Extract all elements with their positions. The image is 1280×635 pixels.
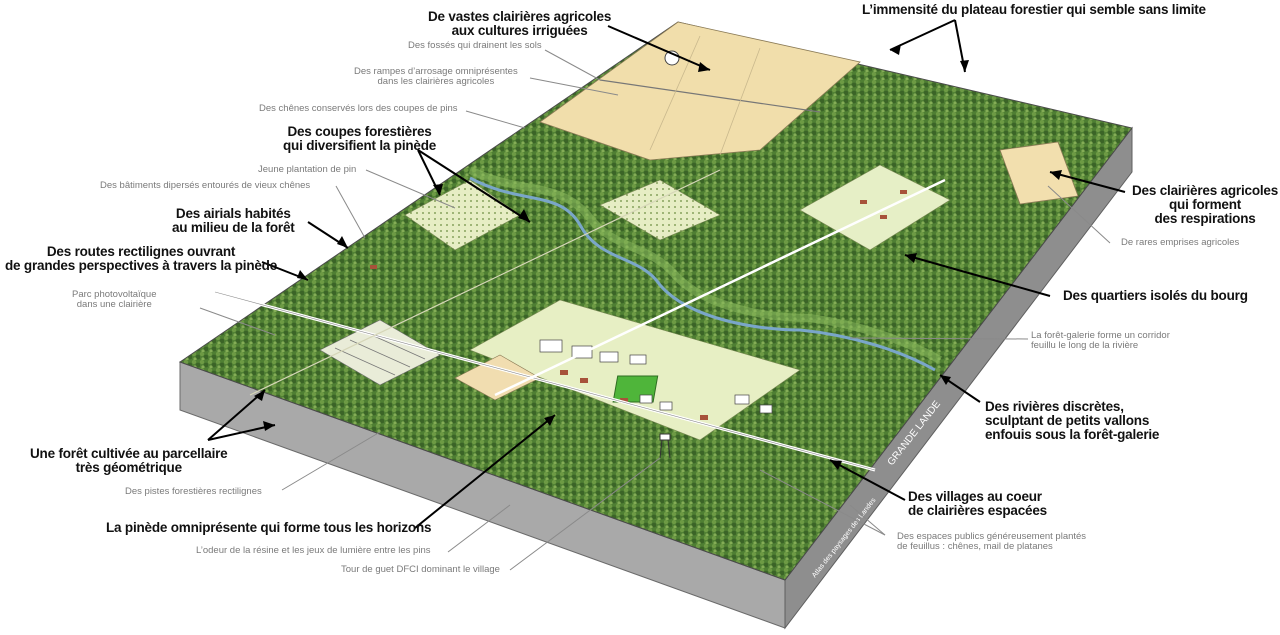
label-tour-guet: Tour de guet DFCI dominant le village <box>341 564 500 575</box>
label-odeur-resine: L’odeur de la résine et les jeux de lumi… <box>196 545 431 556</box>
irrigated-clearing <box>539 21 861 161</box>
label-airials-habites: Des airials habités au milieu de la forê… <box>172 206 295 236</box>
leader-lines-grey <box>199 49 1111 571</box>
hamlet-clearing <box>799 164 951 251</box>
label-parc-photovoltaique: Parc photovoltaïque dans une clairière <box>72 289 157 311</box>
label-clairieres-respirations: Des clairières agricoles qui forment des… <box>1132 183 1279 227</box>
straight-road-cross <box>494 178 946 397</box>
gallery-forest <box>468 166 942 364</box>
label-pinede-omnipresente: La pinède omniprésente qui forme tous le… <box>106 520 432 535</box>
dfci-watch-tower <box>659 433 671 459</box>
label-chenes-conserves: Des chênes conservés lors des coupes de … <box>259 103 458 114</box>
arrow-heads <box>254 44 1062 470</box>
label-pistes-forestieres: Des pistes forestières rectilignes <box>125 486 262 497</box>
right-agricultural-clearing <box>999 141 1079 205</box>
label-fosses: Des fossés qui drainent les sols <box>408 40 542 51</box>
label-foret-cultivee: Une forêt cultivée au parcellaire très g… <box>30 446 228 476</box>
village-clearing <box>469 299 801 441</box>
label-coupes-forestieres: Des coupes forestières qui diversifient … <box>283 124 437 154</box>
label-espaces-publics: Des espaces publics généreusement planté… <box>897 531 1087 553</box>
label-vastes-clairieres: De vastes clairières agricoles aux cultu… <box>428 9 612 39</box>
label-rampes: Des rampes d’arrosage omniprésentes dans… <box>354 66 518 88</box>
felling-clearing-center <box>599 179 721 241</box>
label-quartiers-isoles: Des quartiers isolés du bourg <box>1063 288 1248 303</box>
label-rares-emprises: De rares emprises agricoles <box>1121 237 1240 248</box>
leader-arrows-black <box>207 19 1126 529</box>
label-foret-galerie: La forêt-galerie forme un corridor feuil… <box>1031 330 1170 352</box>
block-top-surface <box>178 21 1133 581</box>
label-immensite-plateau: L’immensité du plateau forestier qui sem… <box>862 2 1206 17</box>
label-villages-coeur: Des villages au coeur de clairières espa… <box>908 489 1047 519</box>
forest-track <box>249 169 721 396</box>
label-rivieres-discretes: Des rivières discrètes, sculptant de pet… <box>985 399 1160 443</box>
label-jeune-plantation: Jeune plantation de pin <box>258 164 357 175</box>
label-batiments-disperses: Des bâtiments dipersés entourés de vieux… <box>100 180 311 191</box>
river <box>469 176 936 372</box>
village-field <box>454 354 541 401</box>
label-routes-rectilignes: Des routes rectilignes ouvrant de grande… <box>5 244 278 274</box>
